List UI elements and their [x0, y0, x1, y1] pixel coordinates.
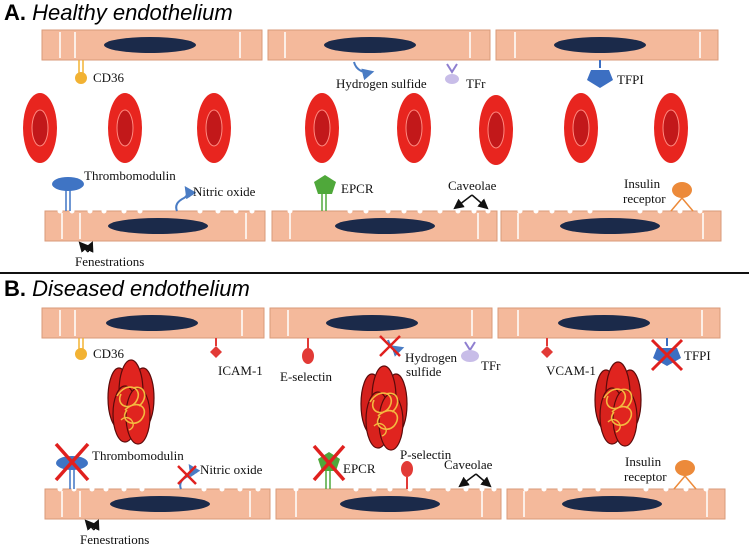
red-blood-cell: [22, 92, 58, 164]
hydrogen-sulfide-cross-icon: [379, 335, 401, 357]
caveolae-arrow-right-icon: [471, 194, 489, 210]
red-blood-cell: [304, 92, 340, 164]
blood-clot-icon: [107, 359, 155, 445]
label-tfpi-b: TFPI: [684, 348, 711, 363]
label-nitric-oxide: Nitric oxide: [193, 184, 256, 199]
endothelial-cell-bottom-a3: [500, 210, 722, 242]
label-cd36-b: CD36: [93, 346, 125, 361]
tfpi-icon: [587, 60, 613, 88]
cell-junction-lines-b-bottom: [61, 491, 708, 517]
caveolae-arrow-right-icon-b: [475, 473, 492, 488]
label-fenestrations: Fenestrations: [75, 254, 144, 269]
endothelial-cell-top-b3: [497, 307, 721, 339]
red-blood-cell: [478, 94, 514, 166]
label-tfr-b: TFr: [481, 358, 501, 373]
label-epcr-b: EPCR: [343, 461, 376, 476]
fenestrations-arrow-icon-b-2: [89, 519, 100, 531]
cell-junction-lines-b-top: [59, 310, 703, 336]
endothelial-cell-top-a1: [41, 29, 263, 61]
icam1-icon: [210, 338, 222, 358]
label-insulin-receptor-b: Insulin: [625, 454, 662, 469]
tfr-receptor-icon: [445, 63, 459, 84]
label-insulin-receptor: Insulin: [624, 176, 661, 191]
red-blood-cell: [563, 92, 599, 164]
label-insulin-receptor-b-line2: receptor: [624, 469, 667, 484]
fenestrations-arrow-icon-b: [84, 519, 96, 531]
caveolae-arrow-left-icon: [453, 194, 473, 210]
red-blood-cell: [196, 92, 232, 164]
fenestration-pores-a: [57, 208, 703, 214]
p-selectin-icon: [401, 461, 413, 489]
endothelial-cell-bottom-b2: [275, 488, 502, 520]
cell-junction-lines-a-top: [59, 32, 701, 58]
endothelial-cell-bottom-a2: [271, 210, 498, 242]
hydrogen-sulfide-arrow-icon: [353, 61, 375, 81]
e-selectin-icon: [302, 338, 314, 364]
nitric-oxide-cross-icon: [177, 465, 197, 485]
label-e-selectin: E-selectin: [280, 369, 332, 384]
fenestration-pores-b: [57, 486, 709, 492]
caveolae-arrow-left-icon-b: [458, 473, 477, 488]
endothelial-cell-bottom-a1: [44, 210, 266, 242]
endothelial-cell-bottom-b3: [506, 488, 726, 520]
label-epcr: EPCR: [341, 181, 374, 196]
thrombomodulin-icon: [52, 177, 84, 211]
endothelial-cell-top-a2: [267, 29, 491, 61]
label-thrombomodulin-b: Thrombomodulin: [92, 448, 184, 463]
insulin-receptor-icon-b: [673, 460, 697, 490]
label-icam1: ICAM-1: [218, 363, 263, 378]
thrombomodulin-cross-icon: [54, 442, 90, 482]
red-blood-cell: [107, 92, 143, 164]
label-vcam1: VCAM-1: [546, 363, 596, 378]
fenestrations-arrow-icon: [78, 241, 90, 253]
hydrogen-sulfide-arrow-icon-b: [387, 339, 405, 357]
vcam1-icon: [541, 338, 553, 358]
label-hydrogen-sulfide: Hydrogen sulfide: [336, 76, 427, 91]
endothelial-cell-top-a3: [495, 29, 719, 61]
cell-junction-lines-a-bottom: [61, 213, 704, 239]
label-fenestrations-b: Fenestrations: [80, 532, 149, 547]
label-cd36: CD36: [93, 70, 125, 85]
panel-b-title: B. Diseased endothelium: [4, 276, 250, 301]
panel-divider: [0, 272, 749, 274]
fenestrations-arrow-icon-2: [83, 241, 94, 253]
cd36-receptor-icon: [75, 60, 87, 84]
label-tfr: TFr: [466, 76, 486, 91]
red-blood-cell: [396, 92, 432, 164]
nitric-oxide-arrow-icon: [175, 186, 197, 212]
tfr-receptor-icon-b: [461, 341, 479, 362]
label-tfpi: TFPI: [617, 72, 644, 87]
label-hydrogen-sulfide-b: Hydrogen: [405, 350, 457, 365]
epcr-icon: [314, 175, 336, 211]
endothelial-cell-bottom-b1: [44, 488, 271, 520]
epcr-cross-icon: [312, 444, 346, 482]
label-p-selectin: P-selectin: [400, 447, 452, 462]
red-blood-cell: [653, 92, 689, 164]
blood-clot-icon: [360, 365, 408, 451]
insulin-receptor-icon: [670, 182, 694, 212]
tfpi-icon-b: [653, 338, 681, 366]
label-thrombomodulin: Thrombomodulin: [84, 168, 176, 183]
cd36-receptor-icon-b: [75, 338, 87, 360]
label-caveolae-b: Caveolae: [444, 457, 493, 472]
label-caveolae: Caveolae: [448, 178, 497, 193]
label-insulin-receptor-line2: receptor: [623, 191, 666, 206]
label-hydrogen-sulfide-b-line2: sulfide: [406, 364, 442, 379]
label-nitric-oxide-b: Nitric oxide: [200, 462, 263, 477]
endothelial-cell-top-b1: [41, 307, 265, 339]
panel-a-title: A. Healthy endothelium: [4, 0, 233, 25]
blood-clot-icon: [594, 361, 642, 447]
endothelial-cell-top-b2: [269, 307, 493, 339]
tfpi-cross-icon: [650, 338, 684, 372]
